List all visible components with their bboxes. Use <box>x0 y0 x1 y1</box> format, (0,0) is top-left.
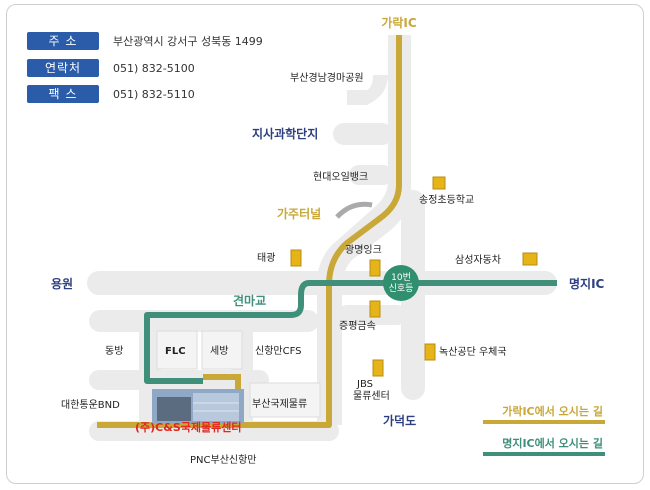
place-pnc: PNC부산신항만 <box>190 454 257 466</box>
address-value: 부산광역시 강서구 성북동 1499 <box>113 35 263 48</box>
legend: 가락IC에서 오시는 길 명지IC에서 오시는 길 <box>483 404 605 456</box>
building-icon <box>290 249 302 267</box>
place-hyundai-oil: 현대오일뱅크 <box>313 171 368 183</box>
place-dongbang: 동방 <box>105 345 123 357</box>
place-gaju-tunnel: 가주터널 <box>277 206 321 221</box>
phone-value: 051) 832-5100 <box>113 61 195 75</box>
signal-label-line1: 10번 <box>391 272 411 283</box>
road-map: 10번 신호등 가락IC 부산경남경마공원 지사과학단지 현대오일뱅크 송정초등… <box>51 15 605 466</box>
signal-label-line2: 신호등 <box>389 283 414 294</box>
place-flc: FLC <box>165 346 186 357</box>
block-sebang <box>201 330 243 370</box>
place-science-park: 지사과학단지 <box>252 126 318 141</box>
tunnel-mark <box>335 201 373 219</box>
legend-myeongji-label: 명지IC에서 오시는 길 <box>502 436 603 450</box>
building-icon <box>522 252 538 266</box>
place-garak-ic: 가락IC <box>381 15 417 30</box>
block-busan-intl <box>249 382 321 418</box>
place-gyeonmagyo: 견마교 <box>233 293 266 308</box>
road-science-park <box>333 123 393 145</box>
building-icon <box>152 389 244 423</box>
fax-label: 팩 스 <box>27 85 99 103</box>
road-branch-1 <box>347 75 388 105</box>
place-cns-center: (주)C&S국제물류센터 <box>135 420 241 434</box>
place-myeongji-ic: 명지IC <box>569 276 605 291</box>
place-taegwang: 태광 <box>257 252 275 264</box>
place-shinhangman: 신항만CFS <box>255 345 302 357</box>
place-jbs-line2: 물류센터 <box>353 390 390 402</box>
place-jbs-line1: JBS <box>356 379 373 390</box>
place-jeungpyeong: 증평금속 <box>339 320 376 332</box>
address-label: 주 소 <box>27 32 99 50</box>
place-greenpark-post: 녹산공단 우체국 <box>439 346 507 358</box>
road-hyundai <box>349 165 393 185</box>
building-icon <box>372 359 384 377</box>
place-songjeong-school: 송정초등학교 <box>419 194 474 206</box>
place-samsung-motors: 삼성자동차 <box>455 254 501 266</box>
place-sebang: 세방 <box>210 345 228 357</box>
building-icon <box>424 343 436 361</box>
place-racecourse: 부산경남경마공원 <box>290 71 364 84</box>
place-gwangmyeong-ink: 광명잉크 <box>345 244 382 256</box>
building-icon <box>432 176 446 190</box>
phone-label: 연락처 <box>27 59 99 77</box>
route-from-myeongji <box>144 280 557 384</box>
map-frame: 주 소 부산광역시 강서구 성북동 1499 연락처 051) 832-5100… <box>6 4 644 484</box>
place-gadeokdo: 가덕도 <box>383 413 416 428</box>
block-flc <box>156 330 198 370</box>
place-daehan: 대한통운BND <box>61 399 120 411</box>
traffic-signal-icon <box>383 265 419 301</box>
legend-garak-label: 가락IC에서 오시는 길 <box>502 404 603 418</box>
fax-row: 팩 스 051) 832-5110 <box>27 84 195 104</box>
address-row: 주 소 부산광역시 강서구 성북동 1499 <box>27 31 263 51</box>
phone-row: 연락처 051) 832-5100 <box>27 58 195 78</box>
place-busan-intl: 부산국제물류 <box>252 398 307 410</box>
building-icon <box>369 259 381 277</box>
place-yongwon: 용원 <box>51 276 73 291</box>
fax-value: 051) 832-5110 <box>113 87 195 101</box>
building-icon <box>369 300 381 318</box>
route-from-garak <box>97 35 402 428</box>
